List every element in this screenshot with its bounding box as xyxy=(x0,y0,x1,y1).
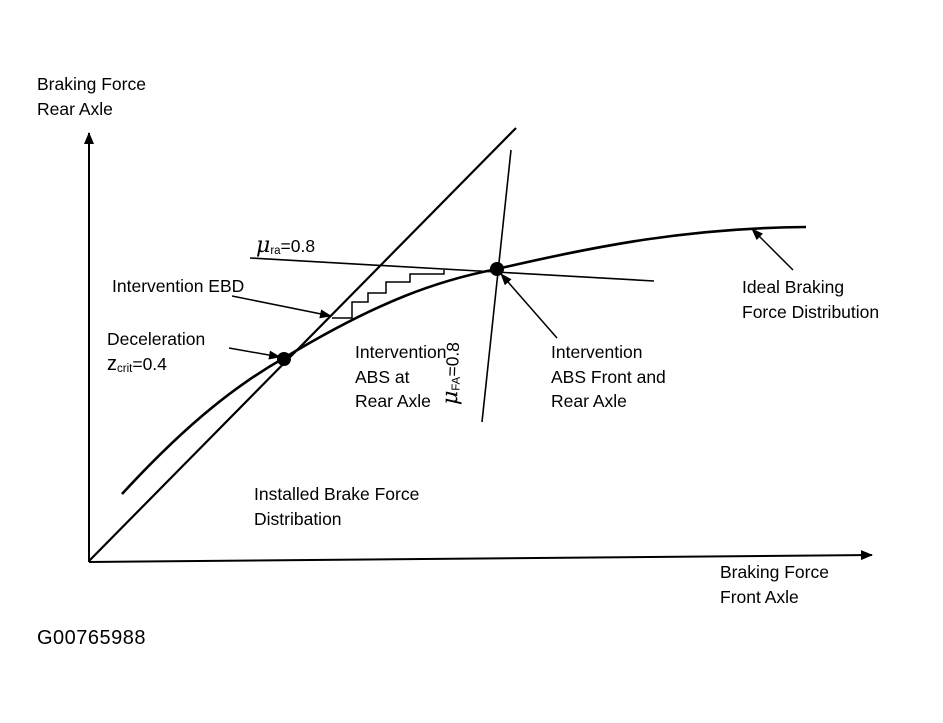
figure-id: G00765988 xyxy=(37,627,147,649)
x-axis xyxy=(88,550,873,563)
abs-front-rear-line3: Rear Axle xyxy=(551,391,627,411)
x-axis-label-line1: Braking Force xyxy=(720,562,829,582)
critical-deceleration-point xyxy=(277,352,291,366)
abs-front-rear-label: Intervention ABS Front and Rear Axle xyxy=(551,340,666,414)
mu-ra-label: μra=0.8 xyxy=(256,233,316,262)
y-axis-label-line1: Braking Force xyxy=(37,74,146,94)
ebd-staircase xyxy=(332,270,445,319)
z-subscript: crit xyxy=(117,362,133,375)
installed-distribution-label: Installed Brake Force Distribation xyxy=(254,482,419,531)
y-axis-label: Braking Force Rear Axle xyxy=(37,72,146,121)
ideal-distribution-curve xyxy=(121,225,807,495)
x-axis-label-line2: Front Axle xyxy=(720,586,799,607)
mu-fa-symbol: μ xyxy=(437,390,464,406)
z-value: =0.4 xyxy=(132,353,167,374)
x-axis-label: Braking Force Front Axle xyxy=(720,560,829,609)
abs-rear-line1: Intervention xyxy=(355,342,447,362)
ideal-line1: Ideal Braking xyxy=(742,277,845,297)
mu-ra-symbol: μ xyxy=(256,233,271,258)
arrow-ideal-distribution xyxy=(751,228,794,271)
arrow-intervention-ebd xyxy=(231,295,332,319)
mu-fa-label: μFA=0.8 xyxy=(437,341,466,406)
arrow-deceleration xyxy=(228,347,281,360)
mu-fa-line xyxy=(481,149,512,423)
ideal-distribution-label: Ideal Braking Force Distribution xyxy=(742,275,879,324)
mu-fa-value: =0.8 xyxy=(441,341,464,377)
abs-rear-axle-label: Intervention ABS at Rear Axle xyxy=(355,340,446,414)
installed-line2: Distribation xyxy=(254,508,342,529)
deceleration-label-line2: zcrit=0.4 xyxy=(107,352,205,380)
mu-ra-value: =0.8 xyxy=(280,236,316,256)
z-symbol: z xyxy=(107,352,117,375)
ideal-line2: Force Distribution xyxy=(742,301,880,322)
abs-rear-line3: Rear Axle xyxy=(355,391,431,411)
installed-line1: Installed Brake Force xyxy=(254,484,420,504)
deceleration-label-line1: Deceleration xyxy=(107,329,206,349)
abs-front-rear-line1: Intervention xyxy=(551,342,643,362)
intervention-ebd-label: Intervention EBD xyxy=(112,276,245,296)
installed-distribution-line xyxy=(88,127,517,562)
deceleration-label: Deceleration zcrit=0.4 xyxy=(107,327,205,379)
y-axis-label-line2: Rear Axle xyxy=(37,98,113,119)
arrow-abs-front-rear xyxy=(500,273,558,339)
mu-ra-line xyxy=(249,257,655,282)
mu-ra-subscript: ra xyxy=(270,245,281,257)
mu-fa-subscript: FA xyxy=(450,376,463,391)
abs-front-rear-point xyxy=(490,262,504,276)
abs-front-rear-line2: ABS Front and xyxy=(551,366,666,387)
abs-rear-line2: ABS at xyxy=(355,366,410,387)
